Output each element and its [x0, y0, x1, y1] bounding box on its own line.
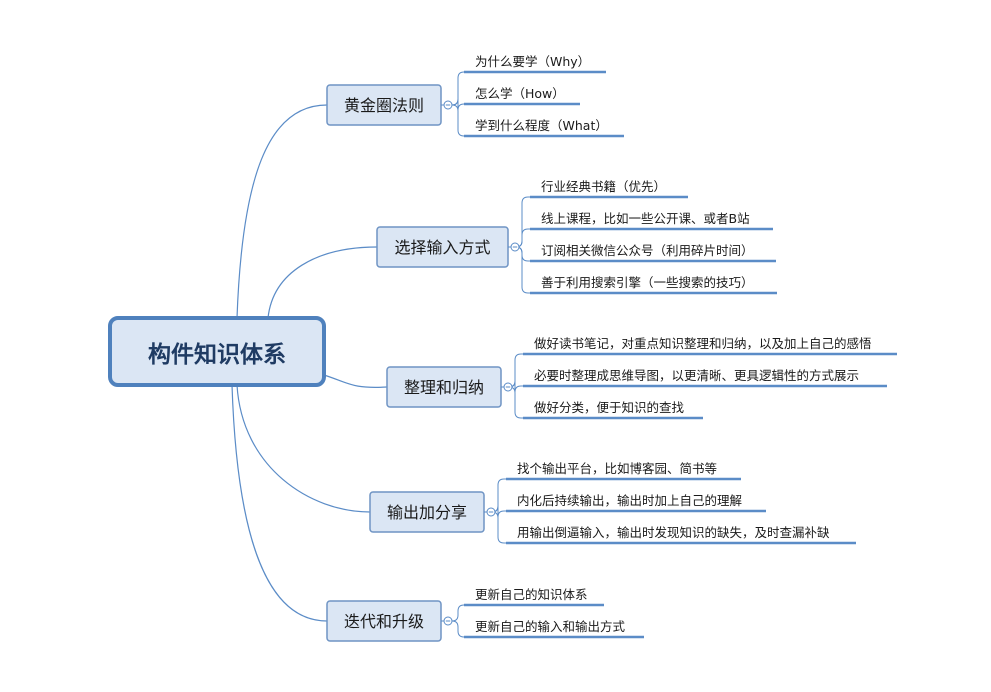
branch-connector [236, 384, 371, 513]
sub-topic[interactable]: 更新自己的输入和输出方式 [464, 619, 644, 639]
sub-topic[interactable]: 做好读书笔记，对重点知识整理和归纳，以及加上自己的感悟 [523, 336, 897, 356]
branch-connector [267, 246, 378, 319]
sub-topic-label: 怎么学（How） [475, 86, 565, 101]
central-topic-label: 构件知识体系 [148, 341, 286, 368]
branch-topic[interactable]: 黄金圈法则 [326, 84, 453, 126]
sub-topic-label: 订阅相关微信公众号（利用碎片时间） [541, 243, 754, 258]
sub-topic[interactable]: 订阅相关微信公众号（利用碎片时间） [530, 243, 776, 263]
central-topic[interactable]: 构件知识体系 [108, 316, 326, 387]
branch-topic[interactable]: 选择输入方式 [376, 226, 520, 268]
branch-connector [231, 384, 328, 622]
sub-topic-label: 更新自己的知识体系 [475, 587, 588, 602]
branch-connector [323, 374, 388, 388]
sub-topic[interactable]: 怎么学（How） [464, 86, 580, 106]
central-topic-box[interactable] [108, 316, 326, 387]
sub-topic-connector [508, 386, 523, 419]
branch-topic-label: 整理和归纳 [404, 378, 484, 397]
branch-topic[interactable]: 输出加分享 [369, 491, 496, 533]
sub-topic[interactable]: 找个输出平台，比如博客园、简书等 [506, 461, 741, 481]
sub-topic[interactable]: 行业经典书籍（优先） [530, 179, 688, 199]
sub-topic[interactable]: 线上课程，比如一些公开课、或者B站 [530, 211, 773, 231]
sub-topic-label: 用输出倒逼输入，输出时发现知识的缺失，及时查漏补缺 [517, 525, 830, 540]
branch-topic[interactable]: 整理和归纳 [386, 366, 513, 408]
sub-topic[interactable]: 用输出倒逼输入，输出时发现知识的缺失，及时查漏补缺 [506, 525, 856, 545]
sub-topic-label: 行业经典书籍（优先） [541, 179, 666, 194]
sub-topic-connector [515, 246, 530, 294]
sub-topic-items: 为什么要学（Why） 怎么学（How） 学到什么程度（What） 行业经典书籍（优先）… [464, 54, 897, 639]
sub-topic-connector [515, 196, 530, 248]
branch-topic-label: 迭代和升级 [344, 612, 424, 631]
sub-topic[interactable]: 内化后持续输出，输出时加上自己的理解 [506, 493, 766, 513]
sub-topic-label: 做好读书笔记，对重点知识整理和归纳，以及加上自己的感悟 [534, 336, 872, 351]
sub-topic-connector [451, 98, 465, 111]
sub-topic-connector [451, 604, 465, 622]
branch-connector [236, 104, 328, 319]
sub-topic[interactable]: 学到什么程度（What） [464, 118, 624, 138]
sub-topic[interactable]: 善于利用搜索引擎（一些搜索的技巧） [530, 275, 777, 295]
sub-topic[interactable]: 为什么要学（Why） [464, 54, 606, 74]
sub-topic-label: 为什么要学（Why） [475, 54, 590, 69]
sub-topic-connector [508, 353, 523, 388]
sub-topic[interactable]: 做好分类，便于知识的查找 [523, 400, 703, 420]
sub-topic-connector [451, 104, 465, 137]
branch-topic-label: 黄金圈法则 [344, 96, 424, 115]
sub-topic-label: 必要时整理成思维导图，以更清晰、更具逻辑性的方式展示 [534, 368, 859, 383]
branch-topic-label: 输出加分享 [387, 503, 467, 522]
sub-topic[interactable]: 必要时整理成思维导图，以更清晰、更具逻辑性的方式展示 [523, 368, 887, 388]
sub-topic-label: 内化后持续输出，输出时加上自己的理解 [517, 493, 742, 508]
sub-topic[interactable]: 更新自己的知识体系 [464, 587, 604, 607]
sub-topic-label: 找个输出平台，比如博客园、简书等 [517, 461, 717, 476]
sub-topic-label: 做好分类，便于知识的查找 [534, 400, 685, 415]
sub-topic-label: 学到什么程度（What） [475, 118, 608, 133]
sub-topic-connector [451, 620, 465, 638]
branch-topic-label: 选择输入方式 [394, 238, 490, 257]
branch-topic[interactable]: 迭代和升级 [326, 600, 453, 642]
sub-topic-label: 善于利用搜索引擎（一些搜索的技巧） [541, 275, 754, 290]
sub-topic-label: 线上课程，比如一些公开课、或者B站 [541, 211, 750, 226]
sub-topic-label: 更新自己的输入和输出方式 [475, 619, 626, 634]
sub-topic-connector [491, 478, 506, 513]
sub-topic-connector [491, 511, 506, 544]
